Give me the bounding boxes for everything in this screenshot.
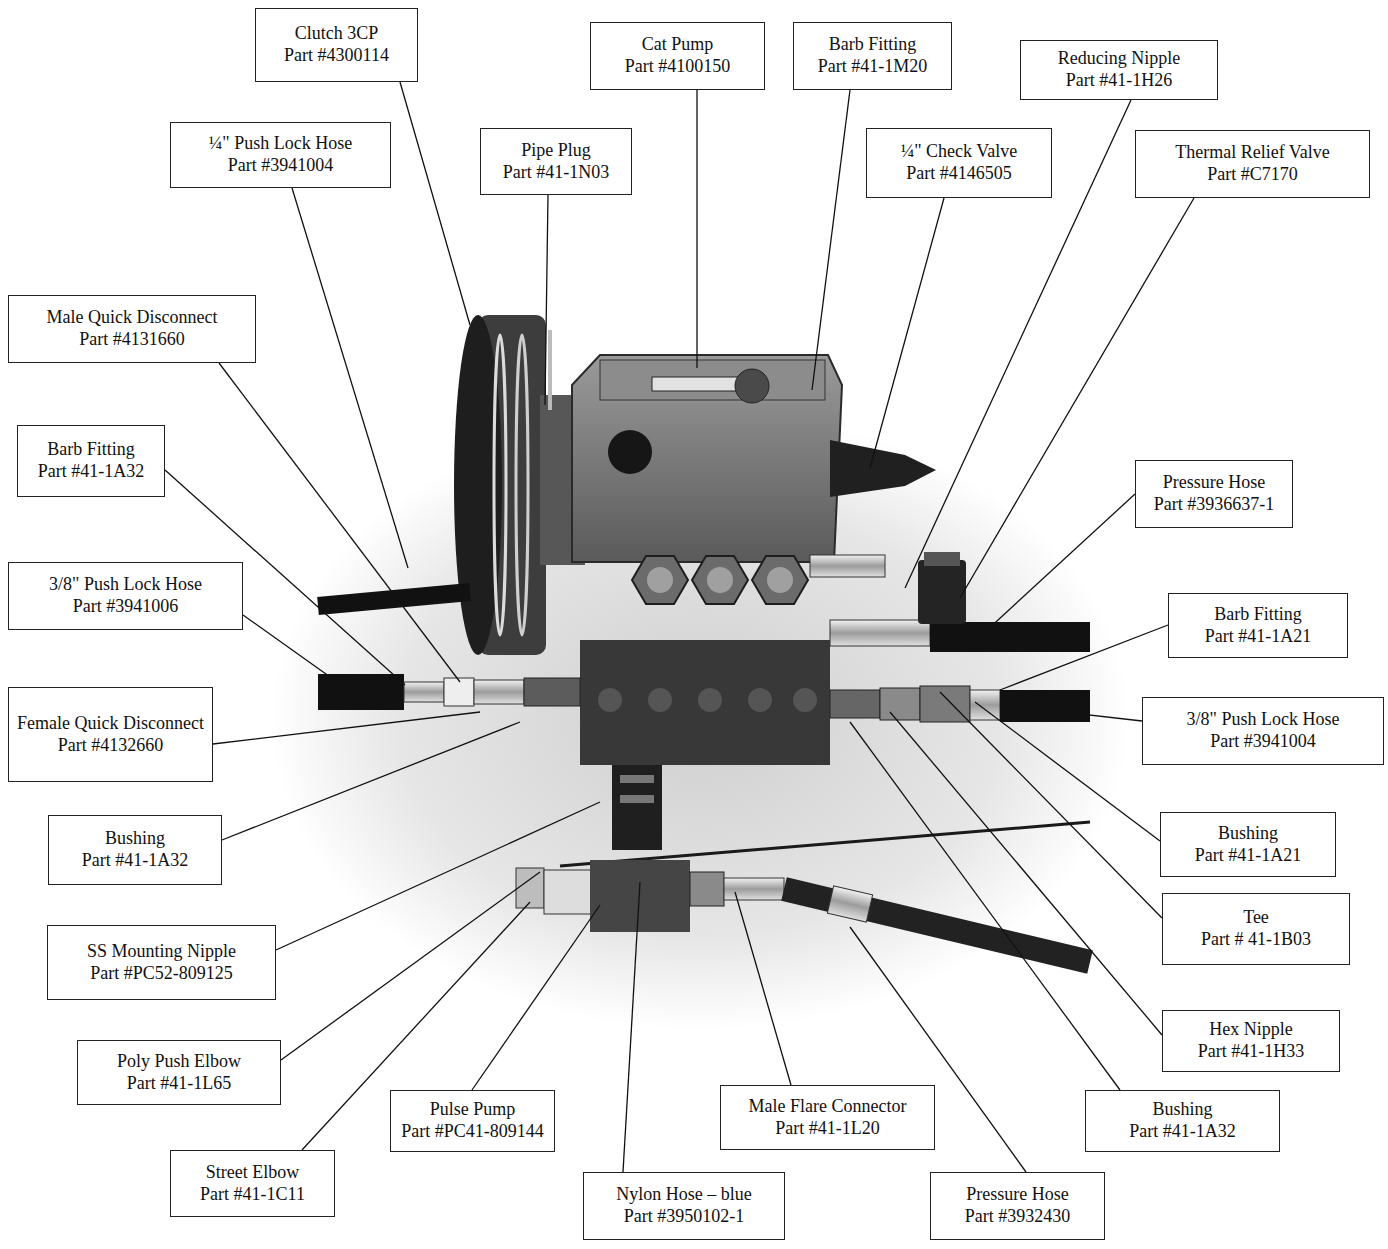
part-number: Part #41-1N03 (503, 162, 610, 184)
callout-box: 3/8" Push Lock HosePart #3941004 (1142, 697, 1384, 765)
callout-box: BushingPart #41-1A32 (1085, 1090, 1280, 1152)
part-number: Part #4132660 (58, 735, 164, 757)
part-name: Barb Fitting (1214, 604, 1302, 626)
part-number: Part #41-1M20 (818, 56, 928, 78)
manifold-caps (632, 556, 808, 604)
callout-box: Pressure HosePart #3936637-1 (1135, 460, 1293, 528)
callout-box: Pipe PlugPart #41-1N03 (480, 128, 632, 195)
callout-box: Reducing NipplePart #41-1H26 (1020, 40, 1218, 100)
callout-box: Clutch 3CPPart #4300114 (255, 8, 418, 82)
part-number: Part #41-1L20 (775, 1118, 879, 1140)
callout-box: Street ElbowPart #41-1C11 (170, 1150, 335, 1217)
part-number: Part #4100150 (625, 56, 731, 78)
part-name: Pulse Pump (430, 1099, 516, 1121)
part-name: Thermal Relief Valve (1175, 142, 1330, 164)
callout-box: Female Quick DisconnectPart #4132660 (8, 687, 213, 782)
part-name: Street Elbow (206, 1162, 299, 1184)
part-name: Nylon Hose – blue (616, 1184, 751, 1206)
part-number: Part # 41-1B03 (1201, 929, 1311, 951)
part-name: Cat Pump (642, 34, 714, 56)
callout-box: Poly Push ElbowPart #41-1L65 (77, 1040, 281, 1105)
leader-lines (165, 82, 1194, 1172)
part-number: Part #41-1H26 (1066, 70, 1173, 92)
part-number: Part #PC41-809144 (401, 1121, 544, 1143)
callout-box: BushingPart #41-1A21 (1160, 812, 1336, 877)
part-number: Part #3950102-1 (624, 1206, 745, 1228)
part-number: Part #4131660 (79, 329, 185, 351)
pulse-pump-assembly (516, 822, 1090, 962)
callout-box: Cat PumpPart #4100150 (590, 22, 765, 90)
callout-box: Barb FittingPart #41-1A32 (17, 425, 165, 497)
callout-box: Pulse PumpPart #PC41-809144 (390, 1090, 555, 1152)
part-name: Pressure Hose (1163, 472, 1265, 494)
part-number: Part #C7170 (1207, 164, 1298, 186)
part-number: Part #3932430 (965, 1206, 1071, 1228)
part-number: Part #41-1A21 (1205, 626, 1312, 648)
part-number: Part #PC52-809125 (90, 963, 233, 985)
callout-box: ¼" Check ValvePart #4146505 (866, 128, 1052, 198)
part-number: Part #41-1H33 (1198, 1041, 1305, 1063)
part-number: Part #4146505 (906, 163, 1012, 185)
part-number: Part #3941004 (1210, 731, 1316, 753)
part-name: Tee (1243, 907, 1269, 929)
part-number: Part #4300114 (284, 45, 389, 67)
callout-box: Hex NipplePart #41-1H33 (1162, 1010, 1340, 1072)
part-name: Male Quick Disconnect (47, 307, 218, 329)
part-name: Clutch 3CP (295, 23, 379, 45)
part-number: Part #41-1C11 (200, 1184, 305, 1206)
left-hoses (318, 592, 580, 710)
part-name: ¼" Check Valve (901, 141, 1018, 163)
callout-box: TeePart # 41-1B03 (1162, 893, 1350, 965)
part-name: Bushing (1152, 1099, 1212, 1121)
callout-box: SS Mounting NipplePart #PC52-809125 (47, 925, 276, 1000)
part-number: Part #41-1L65 (127, 1073, 231, 1095)
part-name: Hex Nipple (1209, 1019, 1292, 1041)
part-name: Reducing Nipple (1058, 48, 1180, 70)
callout-box: Male Quick DisconnectPart #4131660 (8, 295, 256, 363)
callout-box: Thermal Relief ValvePart #C7170 (1135, 130, 1370, 198)
part-name: Barb Fitting (829, 34, 917, 56)
part-number: Part #3941006 (73, 596, 179, 618)
part-name: Female Quick Disconnect (17, 713, 204, 735)
pump-body (572, 355, 936, 562)
part-number: Part #41-1A32 (1129, 1121, 1236, 1143)
clutch-pulley (454, 315, 585, 655)
part-name: Barb Fitting (47, 439, 135, 461)
part-name: Poly Push Elbow (117, 1051, 241, 1073)
part-name: 3/8" Push Lock Hose (1187, 709, 1340, 731)
part-name: ¼" Push Lock Hose (209, 133, 352, 155)
callout-box: Barb FittingPart #41-1M20 (793, 22, 952, 90)
part-name: Bushing (105, 828, 165, 850)
part-number: Part #41-1A32 (38, 461, 145, 483)
right-hoses (810, 552, 1090, 722)
part-name: Pressure Hose (966, 1184, 1068, 1206)
callout-box: BushingPart #41-1A32 (48, 815, 222, 885)
part-name: 3/8" Push Lock Hose (49, 574, 202, 596)
part-name: SS Mounting Nipple (87, 941, 236, 963)
lower-manifold (580, 640, 830, 850)
part-name: Pipe Plug (521, 140, 591, 162)
callout-box: Pressure HosePart #3932430 (930, 1172, 1105, 1240)
part-number: Part #3941004 (228, 155, 334, 177)
part-name: Male Flare Connector (749, 1096, 907, 1118)
part-number: Part #3936637-1 (1154, 494, 1275, 516)
part-number: Part #41-1A32 (82, 850, 189, 872)
callout-box: Nylon Hose – bluePart #3950102-1 (583, 1172, 785, 1240)
callout-box: ¼" Push Lock HosePart #3941004 (170, 122, 391, 188)
callout-box: Male Flare ConnectorPart #41-1L20 (720, 1085, 935, 1150)
callout-box: 3/8" Push Lock HosePart #3941006 (8, 562, 243, 630)
callout-box: Barb FittingPart #41-1A21 (1168, 593, 1348, 658)
check-valve-cone (830, 440, 936, 497)
part-name: Bushing (1218, 823, 1278, 845)
part-number: Part #41-1A21 (1195, 845, 1302, 867)
